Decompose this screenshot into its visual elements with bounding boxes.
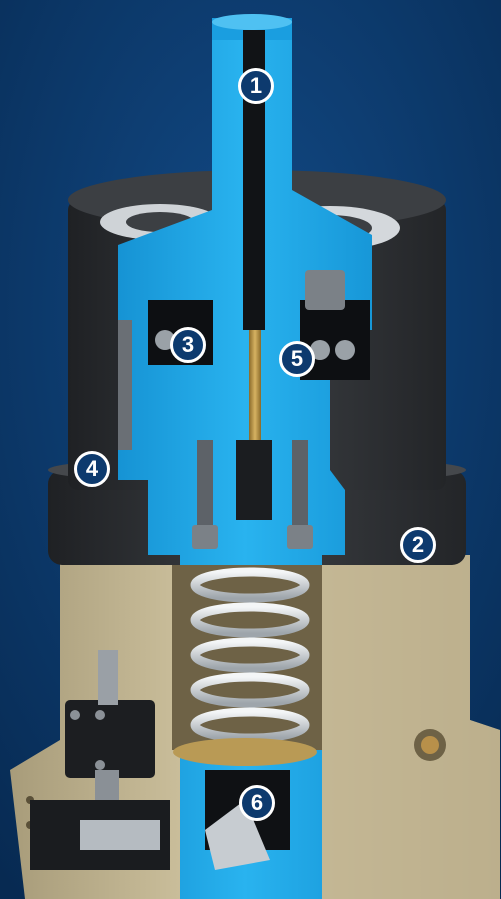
callout-2: 2 bbox=[400, 527, 436, 563]
callout-1: 1 bbox=[238, 68, 274, 104]
callout-4: 4 bbox=[74, 451, 110, 487]
spring-coils bbox=[190, 567, 310, 743]
sensor-attachment bbox=[30, 650, 170, 870]
callout-3: 3 bbox=[170, 327, 206, 363]
spring-chamber bbox=[172, 565, 322, 870]
callout-5: 5 bbox=[279, 341, 315, 377]
callout-6: 6 bbox=[239, 785, 275, 821]
